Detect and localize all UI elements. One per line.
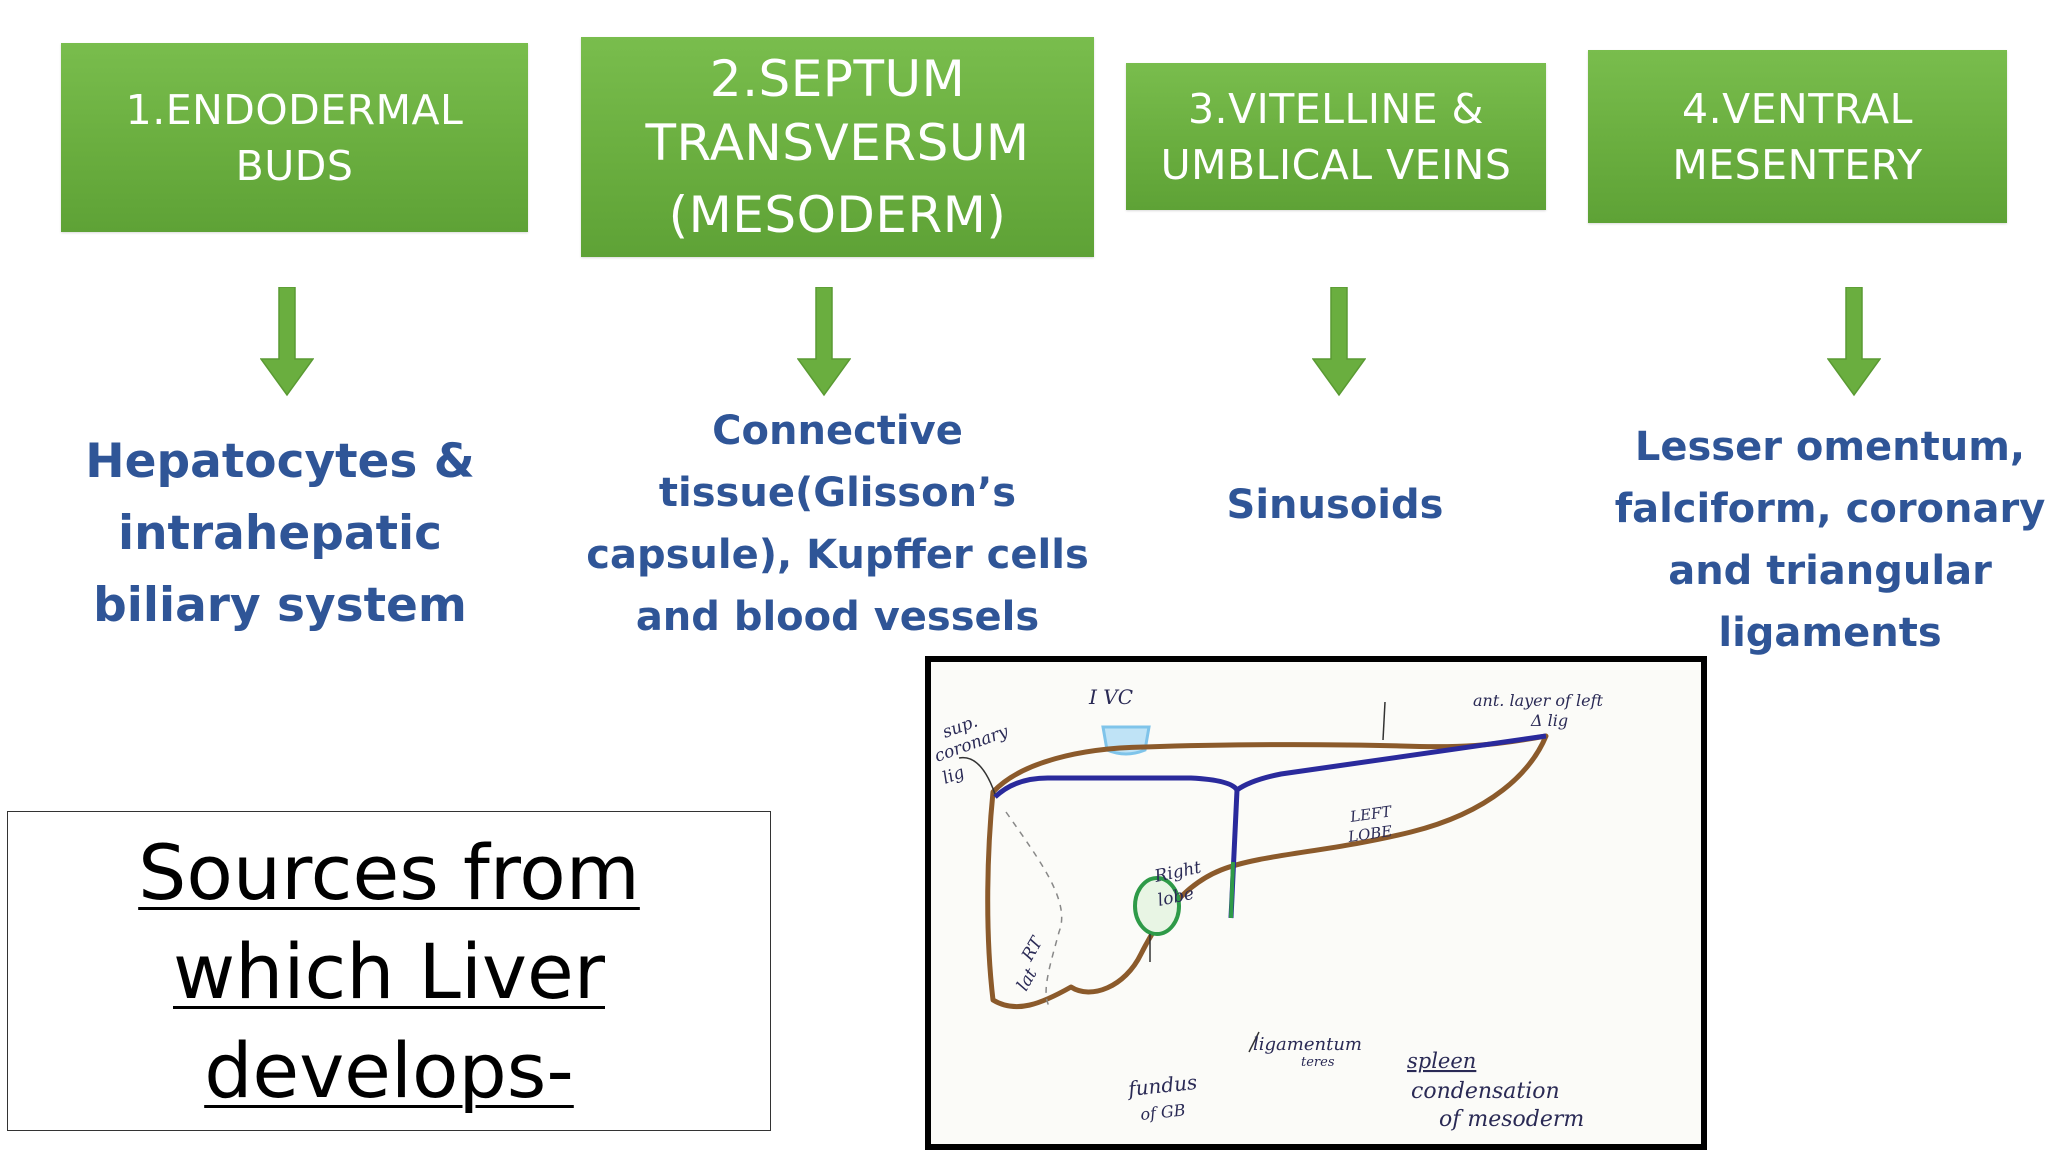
result-line: Sinusoids [1226, 482, 1444, 528]
gallbladder-fundus [1133, 876, 1181, 936]
slide-title-line: Sources from [138, 827, 640, 917]
source-box-line: 2.SEPTUM [709, 50, 966, 108]
ligamentum-label: ligamentum [1253, 1034, 1362, 1055]
result-sinusoids: Sinusoids [1180, 475, 1490, 535]
liver-outline [985, 733, 1549, 1010]
condensation-label: of mesoderm [1439, 1107, 1584, 1132]
coronary-label: lig [940, 762, 967, 788]
fundus-label: fundus [1125, 1070, 1198, 1101]
coronary-pointer [958, 756, 996, 795]
ligamentum-teres-line [1229, 861, 1235, 919]
ligamentum-label: teres [1301, 1055, 1335, 1070]
down-arrow-icon [1312, 287, 1366, 397]
result-hepatocytes: Hepatocytes & intrahepatic biliary syste… [70, 426, 490, 642]
result-line: biliary system [93, 578, 467, 633]
ant-layer-label: Δ lig [1530, 711, 1568, 730]
source-box-line: 3.VITELLINE & [1187, 84, 1485, 133]
down-arrow-icon [260, 287, 314, 397]
down-arrow-icon [1827, 287, 1881, 397]
slide-title-line: which Liver [173, 926, 605, 1016]
spleen-label: spleen [1407, 1049, 1476, 1073]
result-line: Connective [712, 408, 963, 454]
slide-title-box: Sources from which Liver develops- [7, 811, 771, 1131]
source-box-line: 4.VENTRAL [1681, 84, 1913, 133]
result-line: intrahepatic [117, 506, 443, 561]
rt-lat-label: RT [1018, 932, 1049, 965]
result-ligaments: Lesser omentum, falciform, coronary and … [1610, 416, 2048, 664]
result-connective-tissue: Connective tissue(Glisson’s capsule), Ku… [585, 400, 1090, 648]
slide-title-line: develops- [204, 1025, 574, 1115]
source-box-line: (MESODERM) [668, 186, 1007, 244]
source-box-line: MESENTERY [1672, 140, 1923, 189]
result-line: tissue(Glisson’s [658, 470, 1017, 516]
coronary-ligament-line [993, 733, 1547, 799]
source-box-line: UMBLICAL VEINS [1160, 140, 1512, 189]
ivc-label: I VC [1088, 685, 1133, 709]
left-lobe-label: LEFT [1348, 802, 1393, 826]
down-arrow-icon [797, 287, 851, 397]
condensation-label: condensation [1411, 1079, 1560, 1104]
source-box-line: BUDS [235, 141, 354, 190]
source-box-endodermal-buds: 1.ENDODERMAL BUDS [61, 43, 528, 232]
source-box-line: TRANSVERSUM [645, 114, 1030, 172]
result-line: falciform, coronary [1614, 486, 2046, 532]
ligamentum-pointer [1248, 1031, 1260, 1053]
result-line: and triangular [1668, 548, 1992, 594]
ant-layer-label: ant. layer of left [1473, 691, 1603, 710]
liver-sketch-image: I VC sup. coronary lig ant. layer of lef… [925, 656, 1707, 1150]
result-line: ligaments [1718, 610, 1942, 656]
liver-sketch-drawing: I VC sup. coronary lig ant. layer of lef… [932, 685, 1604, 1132]
rt-lat-label: lat [1013, 965, 1042, 995]
result-line: and blood vessels [635, 594, 1040, 640]
result-line: Hepatocytes & [85, 434, 475, 489]
source-box-line: 1.ENDODERMAL [125, 85, 464, 134]
source-box-septum-transversum: 2.SEPTUM TRANSVERSUM (MESODERM) [581, 37, 1094, 257]
result-line: capsule), Kupffer cells [586, 532, 1089, 578]
source-box-vitelline-umbilical-veins: 3.VITELLINE & UMBLICAL VEINS [1126, 63, 1546, 210]
ant-layer-pointer [1382, 701, 1386, 741]
source-box-ventral-mesentery: 4.VENTRAL MESENTERY [1588, 50, 2007, 223]
result-line: Lesser omentum, [1634, 424, 2026, 470]
fundus-label: of GB [1139, 1100, 1186, 1124]
